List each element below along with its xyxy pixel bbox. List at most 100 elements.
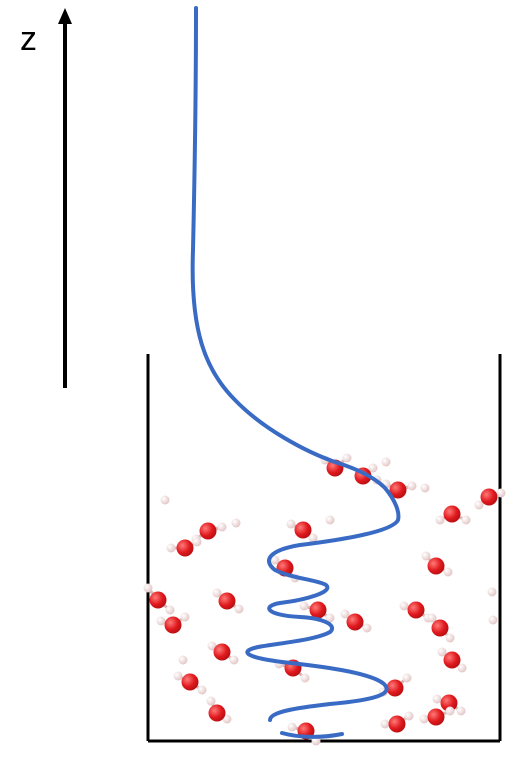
water-molecule [380,711,414,733]
z-axis: z [20,8,72,388]
oxygen-atom [199,522,217,540]
oxygen-atom [480,488,498,506]
z-axis-label: z [20,20,37,58]
hydrogen-atom [234,604,244,614]
oxygen-atom [149,591,167,609]
water-molecule [166,537,202,557]
hydrogen-atom [166,543,176,553]
oxygen-atom [443,651,461,669]
water-molecules [143,453,506,746]
hydrogen-atom [270,555,280,565]
water-molecule [299,601,335,623]
water-molecule [231,518,241,528]
water-molecule [207,641,239,665]
hydrogen-atom [368,463,378,473]
hydrogen-atom [222,714,232,724]
hydrogen-atom [212,588,222,598]
hydrogen-atom [325,613,335,623]
hydrogen-atom [165,605,175,615]
hydrogen-atom [192,537,202,547]
hydrogen-atom [286,519,296,529]
hydrogen-atom [443,567,453,577]
oxygen-atom [388,715,406,733]
oxygen-atom [407,601,425,619]
hydrogen-atom [300,673,310,683]
hydrogen-atom [308,533,318,543]
water-molecule [160,495,170,505]
oxygen-atom [427,708,445,726]
hydrogen-atom [457,663,467,673]
water-molecule [488,615,498,625]
hydrogen-atom [445,633,455,643]
hydrogen-atom [445,706,455,716]
hydrogen-atom [287,722,297,732]
hydrogen-atom [456,706,466,716]
density-profile-curve-tail [280,731,344,739]
hydrogen-atom [427,613,437,623]
hydrogen-atom [299,601,309,611]
hydrogen-atom [420,483,430,493]
water-molecule [421,551,453,577]
water-molecule [419,706,455,726]
hydrogen-atom [207,641,217,651]
oxygen-atom [427,557,445,575]
hydrogen-atom [437,647,447,657]
oxygen-atom [431,619,449,637]
water-molecule [474,488,506,510]
hydrogen-atom [399,601,409,611]
hydrogen-atom [362,623,372,633]
oxygen-atom [440,694,458,712]
density-profile-curve [190,6,401,722]
water-molecule [437,647,467,673]
hydrogen-atom [206,696,216,706]
hydrogen-atom [381,457,391,467]
hydrogen-atom [432,694,442,704]
oxygen-atom [294,521,312,539]
hydrogen-atom [173,671,183,681]
oxygen-atom [181,673,199,691]
hydrogen-atom [404,711,414,721]
water-molecule [432,694,466,716]
hydrogen-atom [325,515,335,525]
hydrogen-atom [407,481,417,491]
water-molecule [381,479,417,499]
oxygen-atom [213,643,231,661]
oxygen-atom [176,539,194,557]
oxygen-atom [164,616,182,634]
water-molecule [286,519,318,543]
hydrogen-atom [402,673,412,683]
water-molecule [173,671,207,695]
hydrogen-atom [496,488,506,498]
water-molecule [381,457,391,467]
oxygen-atom [443,505,461,523]
container [146,354,502,743]
water-molecule [325,515,335,525]
water-molecule [435,505,471,525]
water-molecule [427,613,455,643]
water-molecule [206,696,232,724]
hydrogen-atom [342,453,352,463]
oxygen-atom [346,613,364,631]
z-axis-arrowhead [58,8,72,24]
hydrogen-atom [178,655,188,665]
water-molecule [212,588,244,614]
oxygen-atom [386,679,404,697]
hydrogen-atom [461,515,471,525]
hydrogen-atom [435,515,445,525]
hydrogen-atom [229,655,239,665]
water-molecule [487,587,497,597]
hydrogen-atom [160,495,170,505]
oxygen-atom [389,481,407,499]
water-molecule [178,655,188,665]
hydrogen-atom [474,500,484,510]
oxygen-atom [208,704,226,722]
water-molecule [420,483,430,493]
water-molecule [156,612,190,634]
hydrogen-atom [217,522,227,532]
water-molecule [340,609,372,633]
hydrogen-atom [231,518,241,528]
hydrogen-atom [421,551,431,561]
water-molecule [399,601,433,623]
hydrogen-atom [487,587,497,597]
